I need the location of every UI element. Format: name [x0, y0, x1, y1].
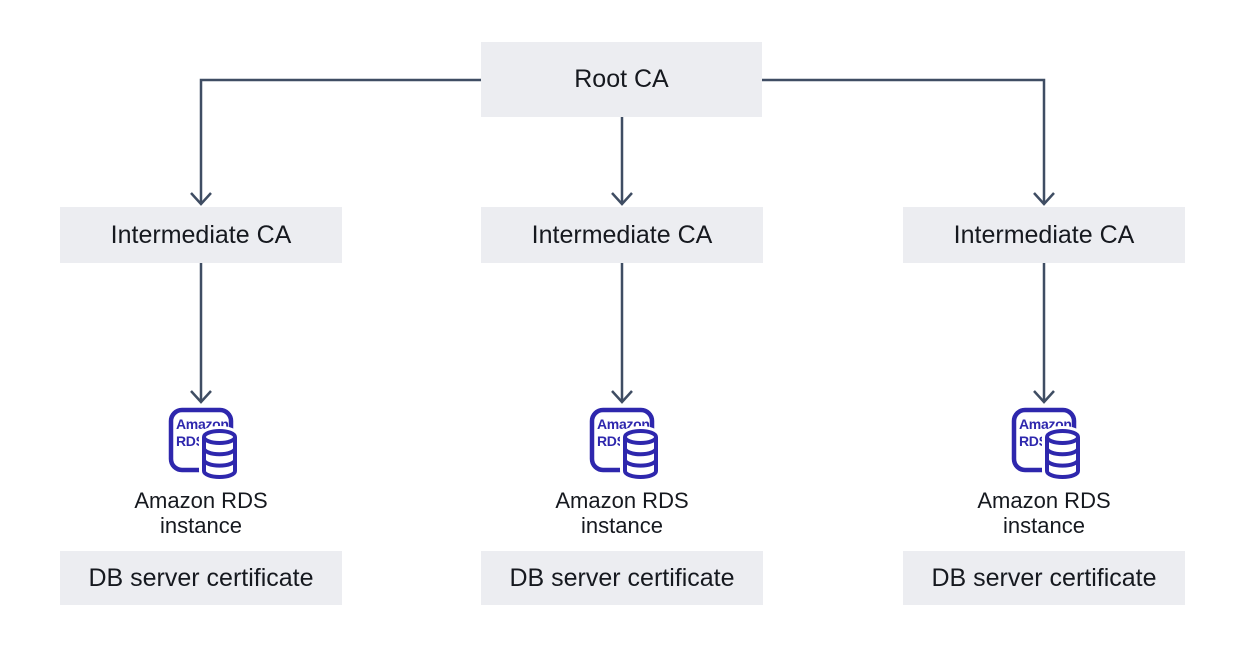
db-server-certificate-label: DB server certificate [509, 563, 735, 592]
rds-caption-line1: Amazon RDS [977, 488, 1111, 513]
column-middle: Intermediate CA Amazon RDS Amazon RDS in… [481, 0, 763, 646]
svg-text:RDS: RDS [597, 433, 626, 449]
rds-instance-caption: Amazon RDS instance [60, 488, 342, 538]
column-left: Intermediate CA Amazon RDS Amazon RDS in… [60, 0, 342, 646]
intermediate-ca-label: Intermediate CA [953, 220, 1135, 249]
root-ca-label: Root CA [574, 65, 669, 93]
db-server-certificate-box: DB server certificate [60, 551, 342, 605]
rds-caption-line2: instance [581, 513, 663, 538]
db-server-certificate-label: DB server certificate [931, 563, 1157, 592]
amazon-rds-icon: Amazon RDS [168, 407, 240, 482]
intermediate-ca-label: Intermediate CA [531, 220, 713, 249]
db-server-certificate-box: DB server certificate [903, 551, 1185, 605]
rds-instance-caption: Amazon RDS instance [481, 488, 763, 538]
rds-caption-line1: Amazon RDS [555, 488, 689, 513]
db-server-certificate-label: DB server certificate [88, 563, 314, 592]
intermediate-ca-box: Intermediate CA [60, 207, 342, 263]
svg-text:RDS: RDS [176, 433, 205, 449]
intermediate-ca-box: Intermediate CA [481, 207, 763, 263]
amazon-rds-icon: Amazon RDS [1011, 407, 1083, 482]
database-cylinder-icon [620, 426, 661, 482]
root-ca-box: Root CA [481, 42, 762, 117]
database-cylinder-icon [1042, 426, 1083, 482]
rds-instance-caption: Amazon RDS instance [903, 488, 1185, 538]
svg-text:RDS: RDS [1019, 433, 1048, 449]
rds-caption-line2: instance [160, 513, 242, 538]
amazon-rds-icon: Amazon RDS [589, 407, 661, 482]
intermediate-ca-box: Intermediate CA [903, 207, 1185, 263]
rds-caption-line1: Amazon RDS [134, 488, 268, 513]
database-cylinder-icon [199, 426, 240, 482]
intermediate-ca-label: Intermediate CA [110, 220, 292, 249]
rds-caption-line2: instance [1003, 513, 1085, 538]
db-server-certificate-box: DB server certificate [481, 551, 763, 605]
column-right: Intermediate CA Amazon RDS Amazon RDS in… [903, 0, 1185, 646]
